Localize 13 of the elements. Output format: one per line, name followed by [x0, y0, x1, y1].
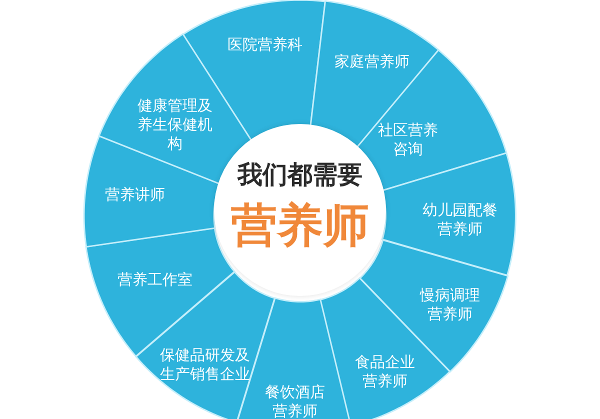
segment-label: 食品企业营养师: [354, 352, 416, 391]
heading-text: 我们都需要: [236, 160, 364, 189]
segment-label: 医院营养科: [227, 35, 302, 54]
segment-label: 家庭营养师: [334, 52, 410, 72]
segment-label: 餐饮酒店营养师: [264, 382, 326, 419]
segment-label: 慢病调理营养师: [418, 286, 481, 324]
segment-label: 健康管理及养生保健机构: [136, 96, 214, 154]
segment-label: 幼儿园配餐营养师: [421, 200, 498, 239]
segment-label: 营养工作室: [117, 270, 192, 290]
segment-label: 社区营养咨询: [376, 120, 439, 159]
segment-label: 营养讲师: [104, 185, 165, 204]
segment-label: 保健品研发及生产销售企业: [158, 346, 251, 384]
title-text: 营养师: [230, 200, 370, 250]
